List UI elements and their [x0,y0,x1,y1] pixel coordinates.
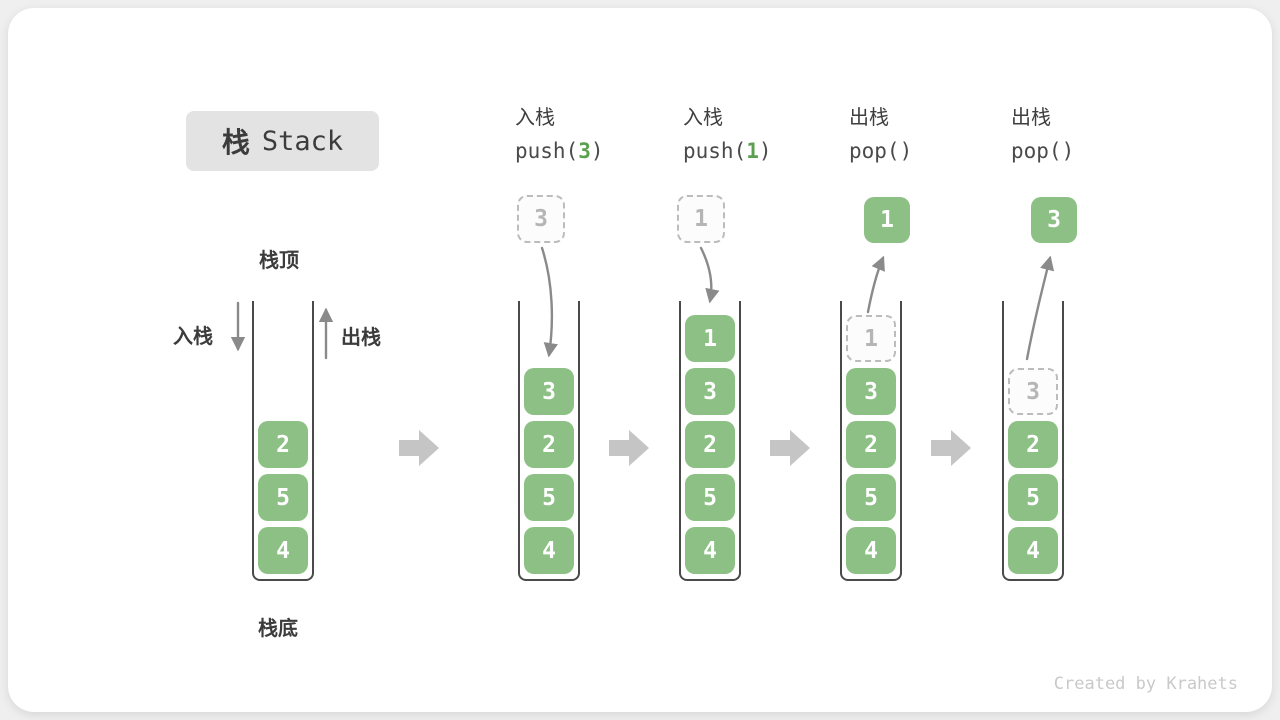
floating-value-box-push-1: 1 [677,195,725,243]
stack-cell: 1 [685,315,735,362]
stack-cell: 2 [258,421,308,468]
stack-cell: 3 [524,368,574,415]
column-header-pop-second: 出栈 pop() [1011,103,1074,169]
stack-container-initial: 2 5 4 [252,301,314,581]
floating-value-box-pop-3: 3 [1031,197,1077,243]
stack-cell: 5 [846,474,896,521]
column-header-push-1: 入栈 push(1) [683,103,772,169]
code-label: push(3) [515,133,604,169]
code-label: pop() [849,133,912,169]
op-label: 出栈 [1011,107,1051,129]
code-label: pop() [1011,133,1074,169]
code-post: ) [590,139,604,163]
op-label: 出栈 [849,107,889,129]
code-pre: push( [515,139,579,163]
label-push-side: 入栈 [173,326,213,348]
stack-cell: 4 [258,527,308,574]
op-label: 入栈 [683,107,723,129]
stack-cell: 2 [524,421,574,468]
label-stack-top: 栈顶 [259,250,299,272]
footer-credit: Created by Krahets [1053,674,1238,694]
floating-value-box-pop-1: 1 [864,197,910,243]
title-en: Stack [261,125,344,157]
code-num: 1 [746,139,759,163]
stack-cell: 2 [685,421,735,468]
stack-cell: 5 [258,474,308,521]
stack-cell: 3 [685,368,735,415]
title-zh: 栈 [221,127,250,158]
stack-cell: 5 [524,474,574,521]
stack-cell: 3 [846,368,896,415]
stack-container-pop-second: 3 2 5 4 [1002,301,1064,581]
label-stack-bottom: 栈底 [258,618,298,640]
code-post: ) [758,139,772,163]
stack-cell-ghost: 3 [1008,368,1058,415]
floating-value-box-push-3: 3 [517,195,565,243]
stack-cell: 4 [1008,527,1058,574]
stack-cell: 4 [524,527,574,574]
stack-cell: 5 [1008,474,1058,521]
column-header-push-3: 入栈 push(3) [515,103,604,169]
code-pre: pop() [849,139,913,163]
stack-cell: 2 [846,421,896,468]
code-label: push(1) [683,133,772,169]
stack-container-pop-first: 1 3 2 5 4 [840,301,902,581]
stack-cell: 4 [846,527,896,574]
column-header-pop-first: 出栈 pop() [849,103,912,169]
stack-cell: 2 [1008,421,1058,468]
code-pre: pop() [1011,139,1075,163]
title-badge: 栈 Stack [186,111,379,171]
stack-cell: 4 [685,527,735,574]
stack-container-push-3: 3 2 5 4 [518,301,580,581]
code-num: 3 [578,139,591,163]
stack-container-push-1: 1 3 2 5 4 [679,301,741,581]
stack-cell-ghost: 1 [846,315,896,362]
stack-cell: 5 [685,474,735,521]
label-pop-side: 出栈 [341,327,381,349]
code-pre: push( [683,139,747,163]
op-label: 入栈 [515,107,555,129]
